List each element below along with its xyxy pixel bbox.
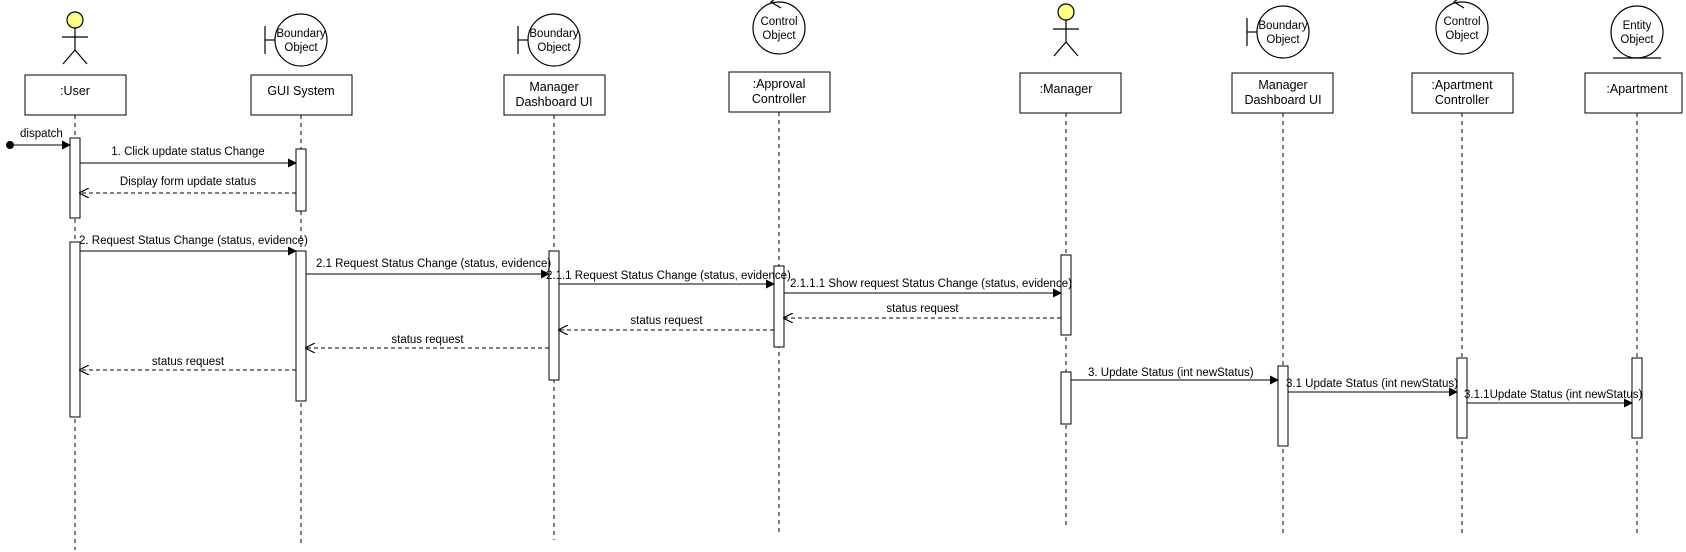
message-label: 2.1 Request Status Change (status, evide… xyxy=(316,258,551,270)
participant-box xyxy=(503,74,606,116)
message-label: 2.1.1.1 Show request Status Change (stat… xyxy=(790,278,1072,290)
message-label: 3.1.1Update Status (int newStatus) xyxy=(1464,389,1643,401)
message: 3. Update Status (int newStatus) xyxy=(1071,367,1279,385)
activation-bar xyxy=(548,250,560,381)
message-label: dispatch xyxy=(20,128,63,140)
message-label: status request xyxy=(886,303,959,315)
activation-bar xyxy=(295,250,307,402)
icon-caption: Object xyxy=(284,42,318,54)
participant-label: Manager xyxy=(1258,78,1307,92)
message: 2.1.1.1 Show request Status Change (stat… xyxy=(784,278,1072,298)
participant-label: :Apartment xyxy=(1606,82,1668,96)
icon-caption: Entity xyxy=(1623,20,1652,32)
icon-caption: Boundary xyxy=(529,28,578,40)
activation-bar xyxy=(1631,357,1643,439)
icon-caption: Object xyxy=(1620,34,1654,46)
icon-caption: Control xyxy=(1443,16,1480,28)
message-label: status request xyxy=(391,334,464,346)
message-label: status request xyxy=(630,315,703,327)
message-label: 2. Request Status Change (status, eviden… xyxy=(79,235,308,247)
participant-label: :Approval xyxy=(753,77,806,91)
participant-box xyxy=(24,74,127,116)
message-label: 3.1 Update Status (int newStatus) xyxy=(1286,378,1458,390)
participant-label: Controller xyxy=(1435,93,1489,107)
participant-label: Dashboard UI xyxy=(515,95,592,109)
activation-bar xyxy=(1277,365,1289,447)
participant-box xyxy=(1411,72,1514,114)
message-label: 1. Click update status Change xyxy=(111,146,264,158)
participant-box xyxy=(1019,72,1122,114)
icon-caption: Boundary xyxy=(1258,20,1307,32)
participant-manager: :Manager xyxy=(1019,3,1122,114)
message: status request xyxy=(80,356,296,370)
icon-caption: Control xyxy=(760,16,797,28)
participant-label: :User xyxy=(60,84,90,98)
message-label: Display form update status xyxy=(120,176,256,188)
message: 2. Request Status Change (status, eviden… xyxy=(79,235,308,256)
participant-label: :Manager xyxy=(1040,82,1093,96)
participant-label: GUI System xyxy=(267,84,334,98)
activation-bar xyxy=(69,137,81,219)
message: status request xyxy=(306,334,549,348)
participant-box xyxy=(728,71,831,113)
message-label: 3. Update Status (int newStatus) xyxy=(1088,367,1254,379)
participant-label: Controller xyxy=(752,92,806,106)
message-label: status request xyxy=(152,356,225,368)
message: 1. Click update status Change xyxy=(80,146,297,168)
icon-caption: Object xyxy=(1445,30,1479,42)
participant-user: :User xyxy=(24,11,127,116)
activation-bar xyxy=(1456,357,1468,439)
message: Display form update status xyxy=(80,176,296,193)
participant-label: Manager xyxy=(529,80,578,94)
activation-bar xyxy=(69,241,81,418)
activation-bar xyxy=(295,148,307,212)
activation-bar xyxy=(1060,254,1072,336)
icon-caption: Boundary xyxy=(276,28,325,40)
message: status request xyxy=(784,303,1061,318)
icon-caption: Object xyxy=(762,30,796,42)
actor-icon xyxy=(62,11,88,65)
message: status request xyxy=(559,315,774,330)
message: dispatch xyxy=(6,128,71,150)
participant-box xyxy=(250,74,353,116)
participant-box xyxy=(1584,72,1683,114)
message: 3.1.1Update Status (int newStatus) xyxy=(1464,389,1643,408)
activation-bar xyxy=(1060,371,1072,425)
actor-icon xyxy=(1053,3,1079,57)
message-label: 2.1.1 Request Status Change (status, evi… xyxy=(546,270,791,282)
icon-caption: Object xyxy=(537,42,571,54)
participant-box xyxy=(1231,72,1334,114)
activation-bar xyxy=(773,265,785,348)
participant-label: :Apartment xyxy=(1431,78,1493,92)
message: 3.1 Update Status (int newStatus) xyxy=(1286,378,1458,397)
participant-label: Dashboard UI xyxy=(1244,93,1321,107)
message: 2.1 Request Status Change (status, evide… xyxy=(306,258,551,279)
icon-caption: Object xyxy=(1266,34,1300,46)
message: 2.1.1 Request Status Change (status, evi… xyxy=(546,270,791,289)
